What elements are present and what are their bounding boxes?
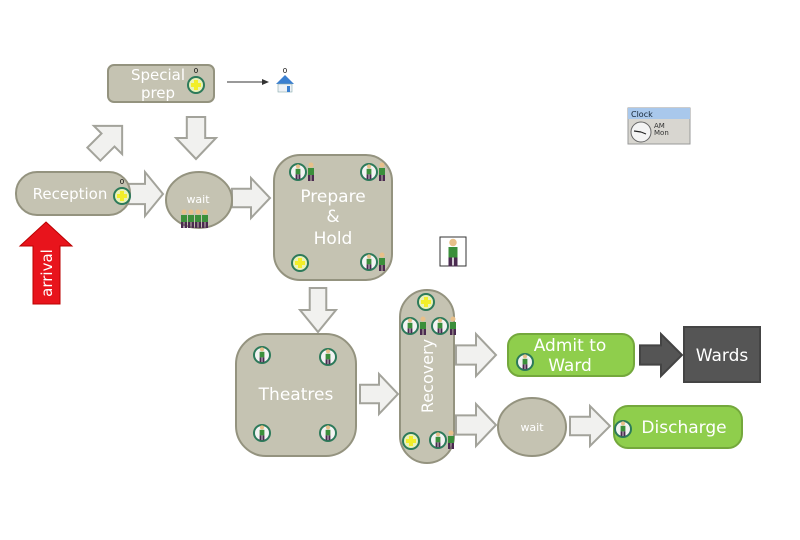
flow-arrow-to-wards [639,331,684,379]
admit-to-ward-node[interactable]: Admit to Ward [507,333,635,377]
special-prep-count: 0 [194,67,198,75]
special-prep-node[interactable]: Special prep 0 [107,64,215,103]
admit-label: Ward [548,356,592,376]
flow-arrow-right [455,331,498,379]
wards-node[interactable]: Wards [683,326,761,383]
wait-label: wait [186,193,210,206]
flow-arrow-down [297,287,339,334]
patient-icon [517,354,533,370]
clock-icon [630,121,652,143]
prepare-hold-label: & [326,207,339,227]
reception-node[interactable]: Reception 0 [15,171,131,216]
wait-queue-1[interactable]: wait [165,171,233,229]
flow-arrow-right [126,169,165,219]
clock-day: Mon [654,129,669,137]
patient-icon [290,164,306,180]
patient-icon [402,318,418,334]
resource-token-icon [417,293,435,311]
theatres-node[interactable]: Theatres [235,333,357,457]
patient-icon [615,421,631,437]
idle-staff-resource[interactable] [439,236,467,267]
flow-arrow-down [173,116,219,161]
flow-arrow-right [569,403,612,449]
recovery-node[interactable]: Recovery [399,289,456,464]
exit-count: 0 [283,67,287,75]
resource-token-icon [113,187,131,205]
house-icon [276,75,294,93]
exit-node[interactable]: 0 [276,67,294,93]
recovery-label: Recovery [418,339,437,413]
flow-arrow-up-right [85,124,124,163]
prepare-hold-node[interactable]: Prepare & Hold [273,154,393,281]
wait-queue-2[interactable]: wait [497,397,567,457]
admit-label: Admit to [534,336,607,356]
flow-arrow-right [455,401,498,449]
flow-arrow-right [359,371,400,417]
resource-token-icon [402,432,420,450]
discharge-label: Discharge [641,418,726,438]
patient-icon [320,425,336,441]
patient-icon [430,432,446,448]
patient-icon [361,254,377,270]
patient-icon [432,318,448,334]
resource-token-icon [187,76,205,94]
prepare-hold-label: Hold [314,229,353,249]
patient-icon [320,349,336,365]
clock-title: Clock [631,110,653,119]
patient-icon [254,425,270,441]
prepare-hold-label: Prepare [300,187,365,207]
arrival-label: arrival [38,249,56,297]
special-prep-label: Special [131,66,185,84]
resource-token-icon [291,254,309,272]
clock-widget[interactable]: Clock AM Mon [627,107,691,145]
patient-icon [254,347,270,363]
discharge-node[interactable]: Discharge [613,405,743,449]
reception-label: Reception [33,185,108,203]
special-prep-label: prep [141,84,175,102]
theatres-label: Theatres [258,385,334,405]
clock-ampm: AM [654,122,665,130]
reception-count: 0 [120,178,124,186]
wards-label: Wards [696,346,749,366]
connector-arrowhead [262,79,269,85]
arrival-node[interactable]: arrival [18,221,74,305]
patient-icon [361,164,377,180]
flow-arrow-right [231,175,272,221]
wait-label: wait [520,421,544,434]
